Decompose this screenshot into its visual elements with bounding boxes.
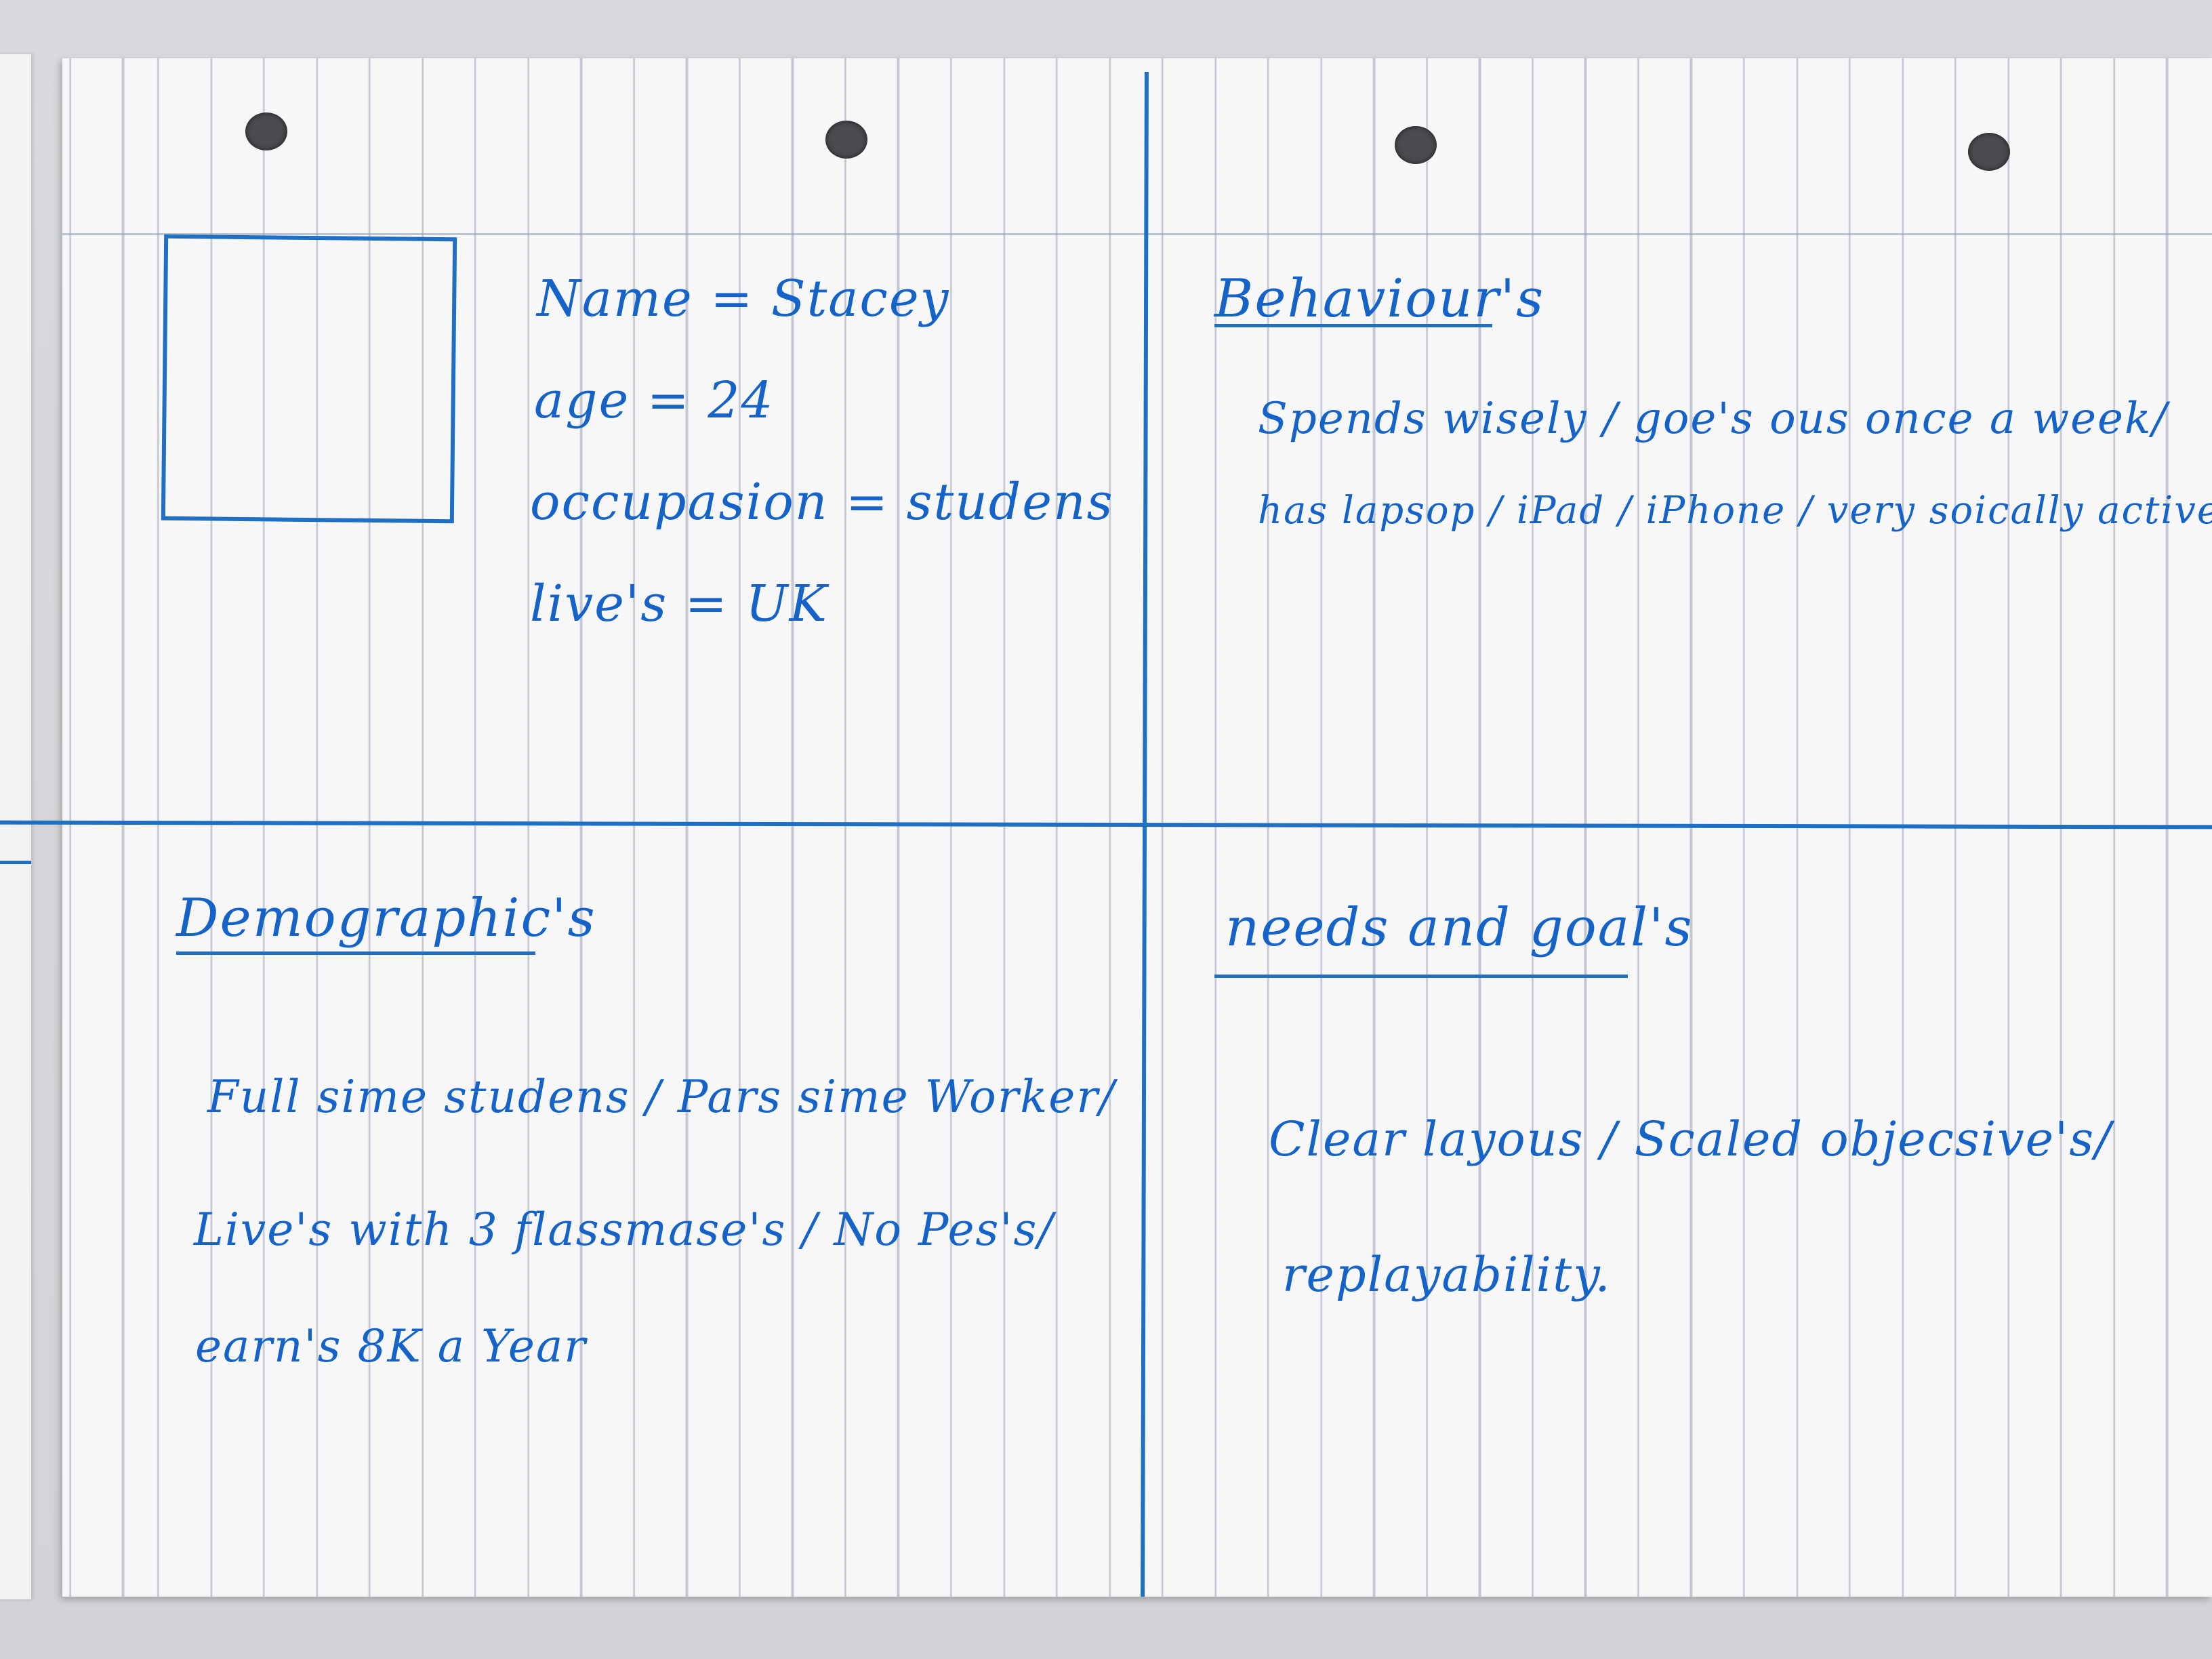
punch-hole [1968,133,2010,171]
behaviours-line-2: has lapsop / iPad / iPhone / very soical… [1258,489,2212,533]
behaviours-line-1: Spends wisely / goe's ous once a week/ [1258,394,2169,444]
punch-hole [825,121,867,159]
behaviours-heading-underline [1214,324,1492,327]
profile-occupation: occupasion = studens [530,473,1114,531]
needs-goals-heading: needs and goal's [1225,897,1694,958]
profile-age: age = 24 [534,371,775,430]
notebook-paper: Name = Stacey age = 24 occupasion = stud… [0,58,2212,1597]
quadrant-divider-horizontal [0,820,2212,830]
punch-hole [1395,126,1437,164]
punch-hole [245,112,287,150]
demographics-line-3: earn's 8K a Year [195,1320,587,1372]
background-sheet [0,54,31,1599]
demographics-heading: Demographic's [176,888,596,949]
needs-goals-heading-underline [1214,975,1628,978]
background-sheet-line [0,861,31,864]
demographics-line-1: Full sime studens / Pars sime Worker/ [207,1071,1116,1123]
quadrant-divider-vertical [1141,71,1149,1597]
needs-goals-line-2: replayability. [1282,1247,1612,1303]
profile-name: Name = Stacey [537,270,950,328]
behaviours-heading: Behaviour's [1214,268,1545,329]
profile-photo-placeholder [161,234,457,524]
needs-goals-line-1: Clear layous / Scaled objecsive's/ [1269,1111,2112,1167]
demographics-heading-underline [176,951,535,955]
profile-lives: live's = UK [530,575,828,633]
paper-top-margin-line [62,233,2212,235]
demographics-line-2: Live's with 3 flassmase's / No Pes's/ [194,1204,1054,1256]
